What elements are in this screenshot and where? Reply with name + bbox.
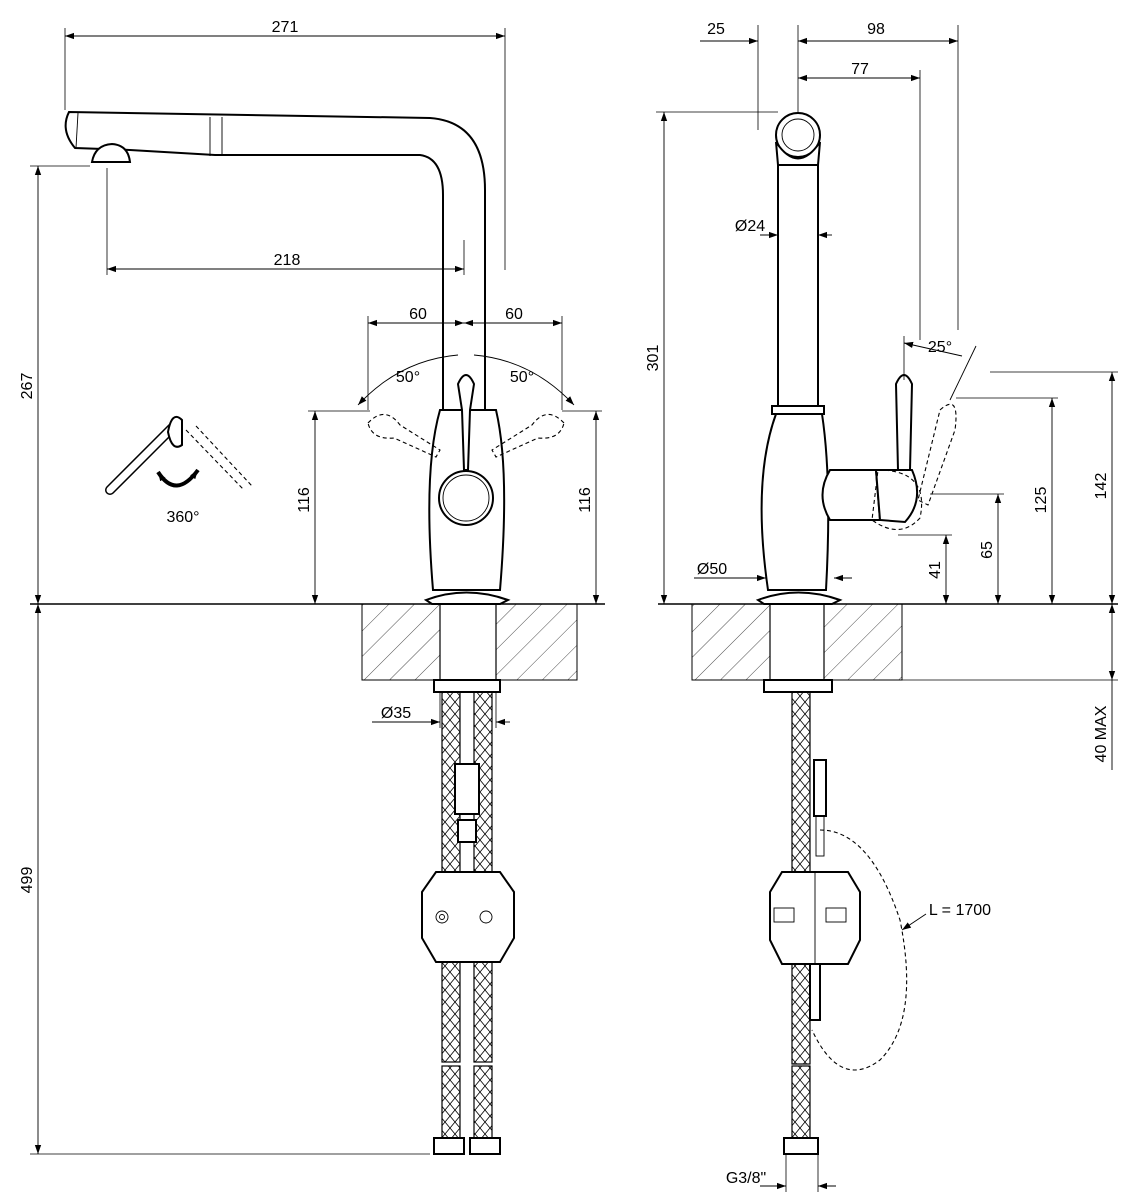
hose-length-label: L = 1700	[929, 902, 991, 919]
faucet-body-side	[760, 413, 830, 591]
spout-side	[777, 149, 819, 413]
dim-dia-35: Ø35	[381, 705, 411, 722]
dim-116-right: 116	[577, 487, 594, 513]
dim-dia-50: Ø50	[697, 561, 727, 578]
handle-front	[456, 374, 476, 471]
dim-77: 77	[851, 61, 869, 78]
angle-25: 25°	[928, 339, 952, 356]
dim-499: 499	[19, 867, 36, 894]
dim-98: 98	[867, 21, 885, 38]
dim-25: 25	[707, 21, 725, 38]
rotation-icon	[105, 416, 253, 495]
shank-front	[439, 603, 497, 681]
dim-301: 301	[645, 345, 662, 372]
spout-front	[64, 110, 486, 411]
handle-ghost-left	[367, 413, 441, 458]
dim-65: 65	[979, 541, 996, 559]
cartridge-front	[438, 470, 494, 526]
dim-142: 142	[1093, 473, 1110, 500]
side-view: 25 98 77 301 Ø24 25° 142 125 65 41 Ø50	[645, 21, 1118, 1192]
dim-dia-24: Ø24	[735, 218, 765, 235]
spray-head-front	[90, 142, 132, 163]
hose-loop-side	[811, 829, 908, 1071]
control-box-front	[421, 871, 515, 963]
dim-41: 41	[927, 561, 944, 579]
handle-ghost-side	[917, 403, 957, 506]
front-view: 360° 271 218	[19, 19, 605, 1155]
cartridge-side	[821, 469, 882, 521]
dim-267: 267	[19, 373, 36, 400]
dim-116-left: 116	[296, 487, 313, 513]
rotation-label: 360°	[166, 509, 199, 526]
dim-60-right: 60	[505, 306, 523, 323]
angle-50-left: 50°	[396, 369, 420, 386]
shank-side	[769, 603, 825, 681]
handle-ghost-right	[491, 413, 565, 458]
angle-50-right: 50°	[510, 369, 534, 386]
hose-assembly-side	[763, 679, 908, 1155]
dim-40-max: 40 MAX	[1093, 705, 1110, 762]
dim-125: 125	[1033, 487, 1050, 514]
dim-271: 271	[272, 19, 299, 36]
dim-218: 218	[274, 252, 301, 269]
dim-60-left: 60	[409, 306, 427, 323]
connection-label: G3/8"	[726, 1170, 766, 1187]
hose-assembly-front	[421, 679, 515, 1155]
handle-side	[894, 374, 914, 471]
